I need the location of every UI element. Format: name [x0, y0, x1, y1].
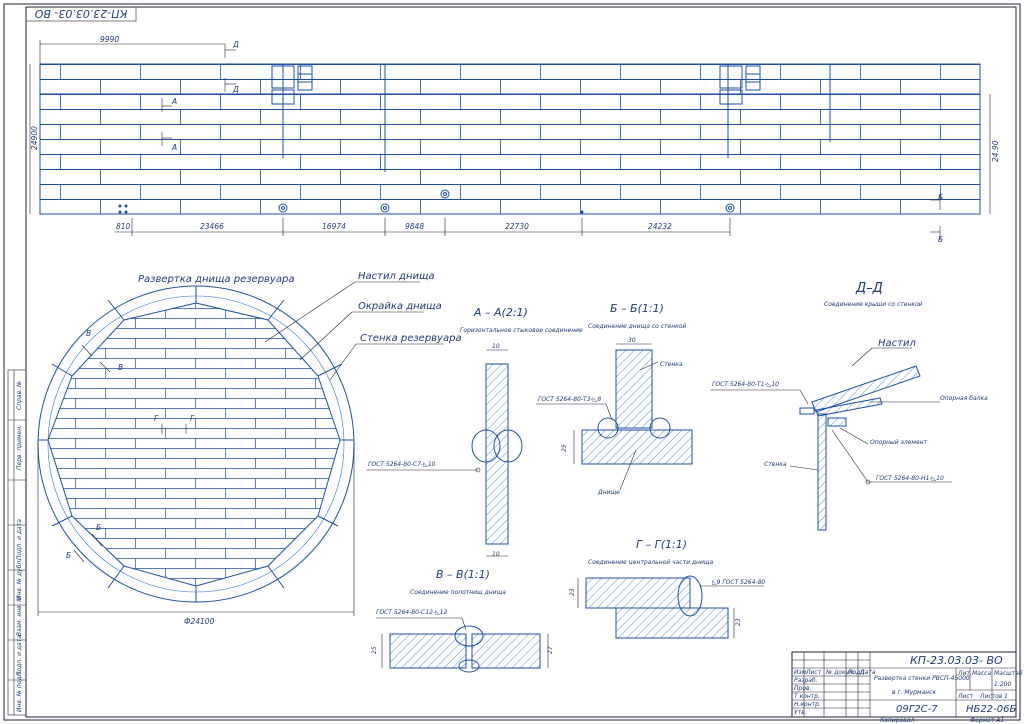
- svg-text:КП-23.03.03- ВО: КП-23.03.03- ВО: [910, 654, 1003, 667]
- svg-text:Разраб.: Разраб.: [794, 677, 818, 684]
- svg-text:10: 10: [492, 343, 500, 350]
- svg-text:25: 25: [371, 646, 378, 654]
- svg-text:Стенка: Стенка: [764, 461, 787, 468]
- svg-text:Изм.: Изм.: [794, 669, 808, 676]
- svg-text:Лит.: Лит.: [957, 670, 972, 677]
- title-block: КП-23.03.03- ВО Развертка стенки РВСП-45…: [791, 651, 1023, 724]
- svg-text:22730: 22730: [505, 222, 529, 231]
- svg-text:Соединение полотнищ днища: Соединение полотнищ днища: [410, 589, 506, 596]
- svg-text:НБ22-06Б: НБ22-06Б: [966, 704, 1016, 715]
- svg-text:Справ. №: Справ. №: [16, 381, 23, 410]
- svg-text:Г: Г: [154, 414, 159, 423]
- svg-text:27: 27: [547, 646, 554, 654]
- svg-text:Б – Б(1:1): Б – Б(1:1): [610, 302, 664, 315]
- detail-dd: Д–Д Соединение крыши со стенкой Настил О…: [710, 281, 988, 531]
- svg-text:Масса: Масса: [972, 670, 991, 677]
- svg-text:Подп. и дата: Подп. и дата: [16, 635, 23, 676]
- svg-text:А: А: [171, 143, 177, 152]
- svg-text:А – А(2:1): А – А(2:1): [473, 306, 528, 319]
- svg-text:Подп.: Подп.: [848, 669, 866, 676]
- detail-gg: Г – Г(1:1) Соединение центральной части …: [569, 538, 765, 639]
- svg-text:в г. Мурманск: в г. Мурманск: [892, 689, 936, 696]
- svg-text:Инв. № подл.: Инв. № подл.: [16, 671, 23, 712]
- svg-text:Б: Б: [96, 523, 101, 532]
- svg-text:16974: 16974: [322, 222, 346, 231]
- svg-text:В: В: [86, 329, 91, 338]
- svg-text:Горизонтальное стыковое соедин: Горизонтальное стыковое соединение: [460, 327, 583, 334]
- svg-text:Стенка: Стенка: [660, 361, 683, 368]
- svg-text:№ докум.: № докум.: [825, 669, 856, 676]
- svg-text:Перв. примен.: Перв. примен.: [16, 425, 23, 470]
- svg-text:Листов: Листов: [979, 693, 1003, 700]
- detail-aa: А – А(2:1) Горизонтальное стыковое соеди…: [366, 306, 583, 558]
- svg-text:23466: 23466: [200, 222, 224, 231]
- svg-text:Настил: Настил: [878, 338, 916, 349]
- svg-text:Д–Д: Д–Д: [855, 281, 883, 296]
- svg-text:Соединение днища со стенкой: Соединение днища со стенкой: [588, 323, 686, 330]
- svg-text:Дата: Дата: [859, 669, 876, 676]
- svg-text:25: 25: [561, 444, 568, 452]
- svg-text:Масштаб: Масштаб: [994, 670, 1023, 677]
- svg-text:Д: Д: [232, 85, 239, 94]
- wall-development: 9990 24900 24.90 810 23466 16974 9848 22…: [29, 35, 1000, 244]
- svg-text:24900: 24900: [30, 126, 39, 150]
- svg-text:Лист: Лист: [957, 693, 974, 700]
- svg-text:Развертка стенки РВСП-45000: Развертка стенки РВСП-45000: [874, 675, 970, 682]
- svg-text:Инв. № дубл.: Инв. № дубл.: [16, 559, 23, 600]
- detail-bb: Б – Б(1:1) Соединение днища со стенкой 3…: [536, 302, 693, 496]
- dim-top: 9990: [100, 35, 119, 44]
- svg-text:ГОСТ 5264-80-С12-◺12: ГОСТ 5264-80-С12-◺12: [376, 609, 447, 616]
- svg-text:24232: 24232: [648, 222, 672, 231]
- svg-text:В – В(1:1): В – В(1:1): [436, 568, 490, 581]
- svg-text:Копировал: Копировал: [880, 717, 914, 724]
- svg-text:9848: 9848: [405, 222, 424, 231]
- svg-text:1: 1: [1004, 693, 1008, 700]
- svg-text:Утв.: Утв.: [794, 709, 807, 716]
- svg-text:Н.контр.: Н.контр.: [794, 701, 821, 708]
- svg-text:23: 23: [735, 618, 742, 626]
- svg-text:КП-23.03.03- ВО: КП-23.03.03- ВО: [34, 7, 127, 20]
- svg-text:ГОСТ 5264-80-Т1-◺10: ГОСТ 5264-80-Т1-◺10: [712, 381, 779, 388]
- svg-text:Г: Г: [190, 414, 195, 423]
- svg-text:Окрайка днища: Окрайка днища: [358, 301, 442, 312]
- side-strip: Справ. № Перв. примен. Подп. и дата Инв.…: [7, 369, 27, 716]
- svg-text:Пров.: Пров.: [794, 685, 812, 692]
- svg-text:Днище: Днище: [597, 489, 620, 496]
- svg-text:ГОСТ 5264-80-Т3-◺8: ГОСТ 5264-80-Т3-◺8: [538, 396, 601, 403]
- svg-text:Соединение крыши со стенкой: Соединение крыши со стенкой: [824, 301, 923, 308]
- bottom-plan: Развертка днища резервуара Настил днища …: [37, 271, 462, 626]
- svg-text:Настил днища: Настил днища: [358, 271, 435, 282]
- svg-text:Д: Д: [232, 40, 239, 49]
- svg-text:24.90: 24.90: [991, 140, 1000, 162]
- svg-text:Г – Г(1:1): Г – Г(1:1): [636, 538, 687, 551]
- svg-text:А: А: [171, 97, 177, 106]
- svg-text:Формат А1: Формат А1: [970, 717, 1004, 724]
- svg-text:1:200: 1:200: [994, 681, 1011, 688]
- svg-text:Т.контр.: Т.контр.: [794, 693, 820, 700]
- svg-text:Ф24100: Ф24100: [184, 617, 215, 626]
- top-stamp: КП-23.03.03- ВО: [25, 6, 137, 22]
- svg-text:Б: Б: [66, 551, 71, 560]
- svg-text:ГОСТ 5264-80-Н1-◺10: ГОСТ 5264-80-Н1-◺10: [876, 475, 944, 482]
- svg-text:Стенка резервуара: Стенка резервуара: [360, 333, 462, 344]
- svg-text:Соединение центральной части д: Соединение центральной части днища: [588, 559, 714, 566]
- svg-text:Опорная балка: Опорная балка: [940, 395, 988, 402]
- svg-text:Б: Б: [938, 235, 943, 244]
- svg-text:23: 23: [569, 588, 576, 596]
- svg-text:810: 810: [116, 222, 131, 231]
- svg-text:30: 30: [628, 337, 636, 344]
- svg-text:Б: Б: [938, 193, 943, 202]
- svg-text:ГОСТ 5264-80-С7-◺10: ГОСТ 5264-80-С7-◺10: [368, 461, 436, 468]
- svg-text:Подп. и дата: Подп. и дата: [16, 519, 23, 560]
- svg-text:Взам. инв. №: Взам. инв. №: [16, 595, 23, 636]
- svg-text:09Г2С-7: 09Г2С-7: [896, 704, 938, 715]
- svg-text:Лист: Лист: [805, 669, 822, 676]
- bottom-plan-title: Развертка днища резервуара: [138, 274, 294, 285]
- svg-text:В: В: [118, 363, 123, 372]
- detail-vv: В – В(1:1) Соединение полотнищ днища 25 …: [371, 568, 554, 673]
- svg-text:◺9 ГОСТ 5264-80: ◺9 ГОСТ 5264-80: [712, 579, 765, 586]
- svg-text:10: 10: [492, 551, 500, 558]
- svg-text:Опорный элемент: Опорный элемент: [870, 439, 928, 446]
